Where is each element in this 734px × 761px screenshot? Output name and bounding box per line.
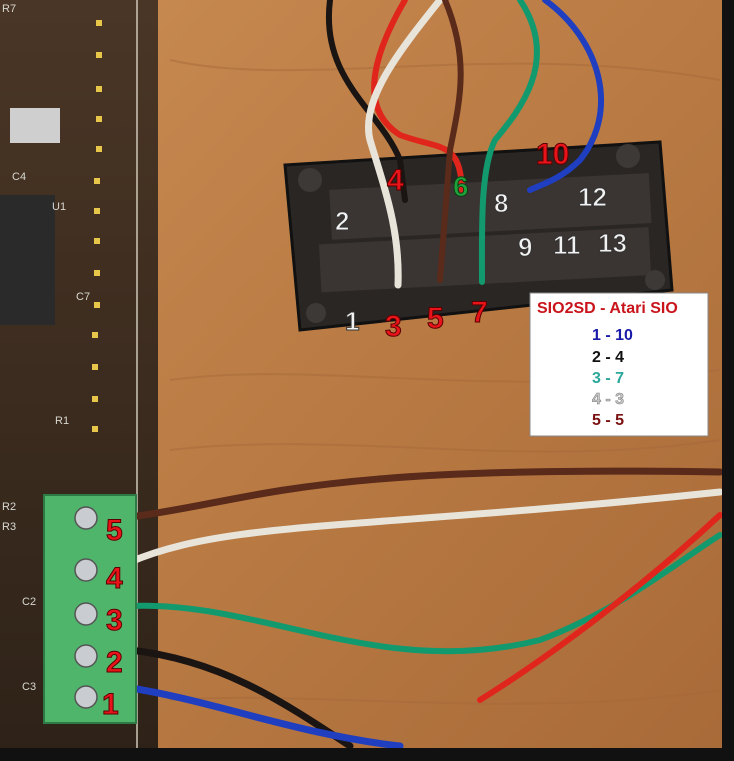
silk-r7: R7 bbox=[2, 3, 16, 15]
wire-blue bbox=[126, 684, 404, 750]
sio-pin-1: 1 bbox=[345, 306, 359, 336]
sio-pin-5: 5 bbox=[427, 302, 444, 335]
legend-mapping-3: 3 - 7 bbox=[592, 370, 624, 387]
silk-c7: C7 bbox=[76, 291, 90, 303]
sio-pin-10: 10 bbox=[536, 138, 569, 171]
sio-pin-9: 9 bbox=[518, 232, 532, 262]
wire-green bbox=[127, 532, 723, 655]
silk-c2: C2 bbox=[22, 596, 36, 608]
silk-r1: R1 bbox=[55, 415, 69, 427]
sio-pin-6: 6 bbox=[453, 171, 469, 202]
sio-pin-2: 2 bbox=[335, 206, 349, 236]
terminal-block: 5 4 3 2 1 bbox=[43, 494, 137, 724]
silk-r2: R2 bbox=[2, 501, 16, 513]
wire-blue-top bbox=[527, 0, 604, 193]
sio-pin-12: 12 bbox=[578, 182, 607, 212]
legend-mapping-5: 5 - 5 bbox=[592, 412, 624, 429]
wire-white bbox=[126, 488, 724, 566]
sio-pin-8: 8 bbox=[494, 188, 508, 218]
terminal-pin-3: 3 bbox=[106, 604, 123, 637]
silk-c3: C3 bbox=[22, 681, 36, 693]
sio-pin-11: 11 bbox=[553, 230, 581, 260]
silk-u1: U1 bbox=[52, 201, 66, 213]
upper-wires bbox=[325, 0, 604, 289]
sio-pin-3: 3 bbox=[385, 310, 402, 343]
legend-mapping-1: 1 - 10 bbox=[592, 327, 633, 344]
wire-black-top bbox=[325, 0, 408, 203]
frame-shadow-bottom bbox=[0, 748, 734, 761]
crystal bbox=[10, 108, 60, 143]
silk-r3: R3 bbox=[2, 521, 16, 533]
legend-title: SIO2SD - Atari SIO bbox=[537, 300, 678, 317]
wood-grain bbox=[169, 59, 721, 705]
wire-brown bbox=[126, 467, 724, 521]
terminal-pin-2: 2 bbox=[106, 646, 123, 679]
sio-pin-13: 13 bbox=[598, 228, 627, 258]
sio-pin-4: 4 bbox=[387, 164, 404, 197]
silk-c4: C4 bbox=[12, 171, 26, 183]
wire-green-top bbox=[478, 0, 540, 285]
legend-mapping-2: 2 - 4 bbox=[592, 349, 624, 366]
wire-red bbox=[477, 512, 723, 703]
terminal-pin-5: 5 bbox=[106, 514, 123, 547]
legend-mapping-4: 4 - 3 bbox=[592, 391, 624, 408]
lower-wires bbox=[126, 467, 724, 750]
wire-brown-top bbox=[437, 0, 464, 283]
wire-red-top bbox=[371, 0, 465, 193]
wire-white-top bbox=[365, 0, 444, 289]
wire-black bbox=[126, 646, 354, 750]
frame-shadow-right bbox=[722, 0, 734, 761]
microcontroller-chip bbox=[0, 195, 55, 325]
terminal-pin-4: 4 bbox=[106, 562, 123, 595]
pin-header bbox=[92, 20, 102, 432]
sio-pin-7: 7 bbox=[471, 296, 488, 329]
pin-mapping-legend: SIO2SD - Atari SIO 1 - 10 2 - 4 3 - 7 4 … bbox=[529, 292, 709, 437]
terminal-pin-1: 1 bbox=[102, 688, 119, 721]
